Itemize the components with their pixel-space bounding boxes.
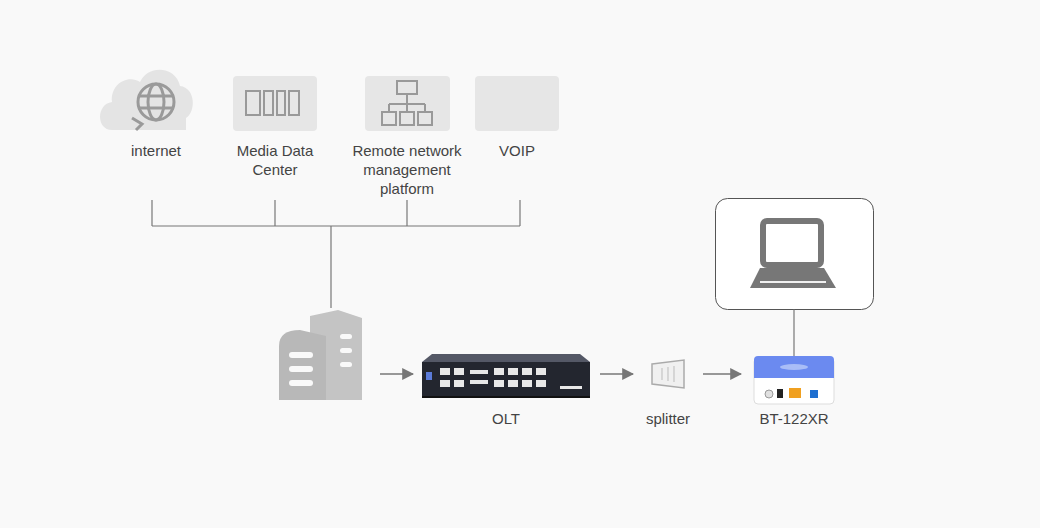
- bus-lines: [152, 200, 520, 308]
- ont-device: [754, 356, 834, 404]
- node-label: OLT: [420, 409, 592, 428]
- node-label: splitter: [641, 409, 695, 428]
- splitter-icon: [652, 360, 684, 388]
- node-label: Media Data Center: [220, 141, 330, 179]
- device-node: BT-122XR: [749, 354, 839, 428]
- node-label: VOIP: [472, 141, 562, 160]
- node-label: Remote network management platform: [347, 141, 467, 198]
- signal-arrow: [703, 373, 741, 375]
- device-node: VOIP: [472, 76, 562, 160]
- device-node: internet: [101, 68, 211, 160]
- network-icon: [365, 76, 450, 131]
- device-node: OLT: [420, 352, 592, 428]
- media-icon: [233, 76, 317, 131]
- internet-icon: [100, 70, 193, 130]
- device-node: Remote network management platform: [347, 76, 467, 198]
- uplink-arrow: [380, 373, 413, 375]
- olt-device: [422, 354, 590, 398]
- device-node: Media Data Center: [220, 76, 330, 179]
- node-label: internet: [101, 141, 211, 160]
- building-icon: [279, 310, 362, 400]
- device-node: splitter: [641, 358, 695, 428]
- node-label: BT-122XR: [749, 409, 839, 428]
- laptop-icon: [716, 199, 874, 357]
- voip-icon: [475, 76, 559, 131]
- signal-arrow: [600, 373, 633, 375]
